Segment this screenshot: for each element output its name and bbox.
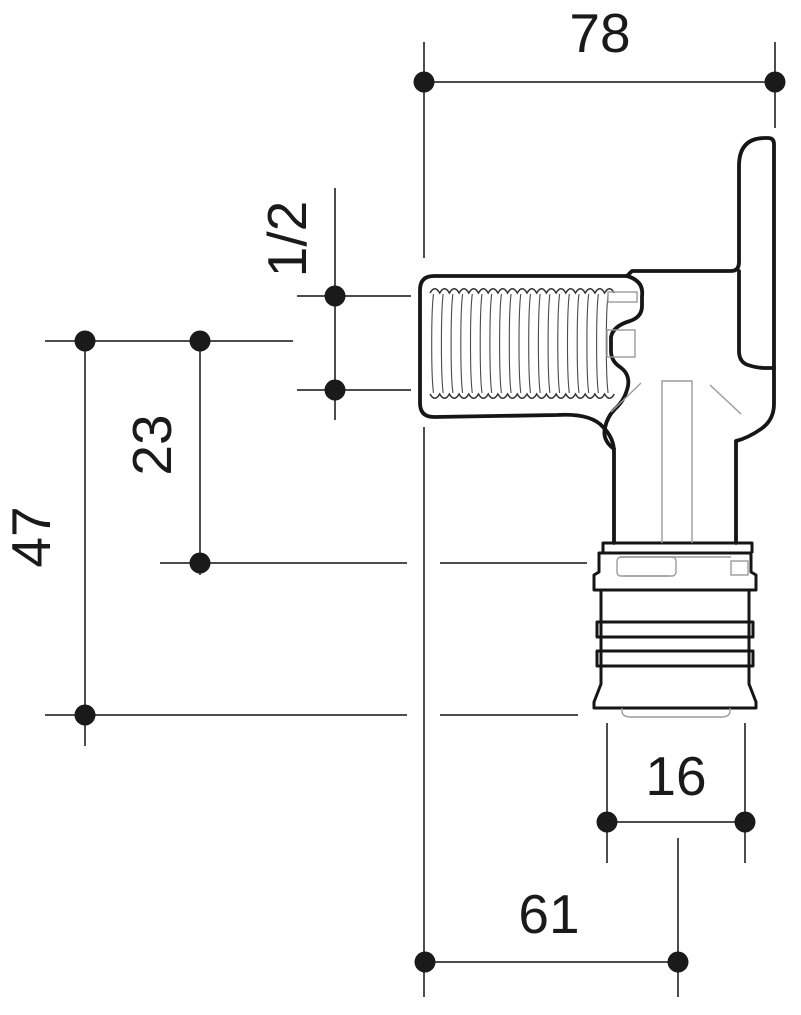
dim-dot <box>189 330 211 352</box>
dim-dot <box>734 811 756 833</box>
thread-end-detail <box>607 291 638 303</box>
dimension-label-61: 61 <box>518 883 579 945</box>
dimension-61: 61 <box>414 838 689 997</box>
dim-dot <box>189 552 211 574</box>
dim-dot <box>74 330 96 352</box>
dimension-label-78: 78 <box>569 2 630 64</box>
dimension-47: 47 <box>0 330 96 746</box>
connector-bottom-lip <box>621 708 731 718</box>
dimension-label-half-inch: 1/2 <box>256 201 318 277</box>
thread-step-detail <box>606 329 636 358</box>
dimension-label-47: 47 <box>0 506 62 567</box>
connector-top-ring <box>601 541 754 553</box>
collar-latch-left <box>616 556 677 577</box>
bore-chamfer-right <box>709 384 742 415</box>
dim-dot <box>414 951 436 973</box>
thread-lines <box>431 293 609 394</box>
connector-barrel <box>592 590 758 710</box>
body-top-and-flange-outline <box>625 136 776 545</box>
extension-lines <box>45 42 776 997</box>
dimension-23: 23 <box>121 330 211 575</box>
dimension-label-16: 16 <box>645 745 706 807</box>
dim-dot <box>667 951 689 973</box>
bore-chamfer-left <box>610 382 642 413</box>
thread-socket-right-profile <box>602 274 645 451</box>
dim-dot <box>74 704 96 726</box>
connector-rib-band-2 <box>595 649 755 668</box>
dimension-78: 78 <box>413 2 786 93</box>
vertical-bore-lines <box>661 380 693 543</box>
dim-dot <box>324 379 346 401</box>
fitting-body <box>418 136 776 545</box>
dimension-label-23: 23 <box>121 414 183 475</box>
thread-socket-outline <box>418 274 629 545</box>
dimension-half-inch: 1/2 <box>256 188 411 420</box>
thread-edges <box>429 288 615 399</box>
connector-rib-band-1 <box>595 620 755 639</box>
internal-details <box>606 291 749 718</box>
dim-dot <box>413 71 435 93</box>
dim-dot <box>324 285 346 307</box>
push-fit-connector <box>592 541 758 710</box>
flange-bottom-edge <box>737 269 776 370</box>
dim-dot <box>596 811 618 833</box>
connector-release-collar <box>592 551 758 592</box>
collar-latch-right <box>730 560 749 576</box>
dimension-16: 16 <box>596 723 756 863</box>
dim-dot <box>764 71 786 93</box>
